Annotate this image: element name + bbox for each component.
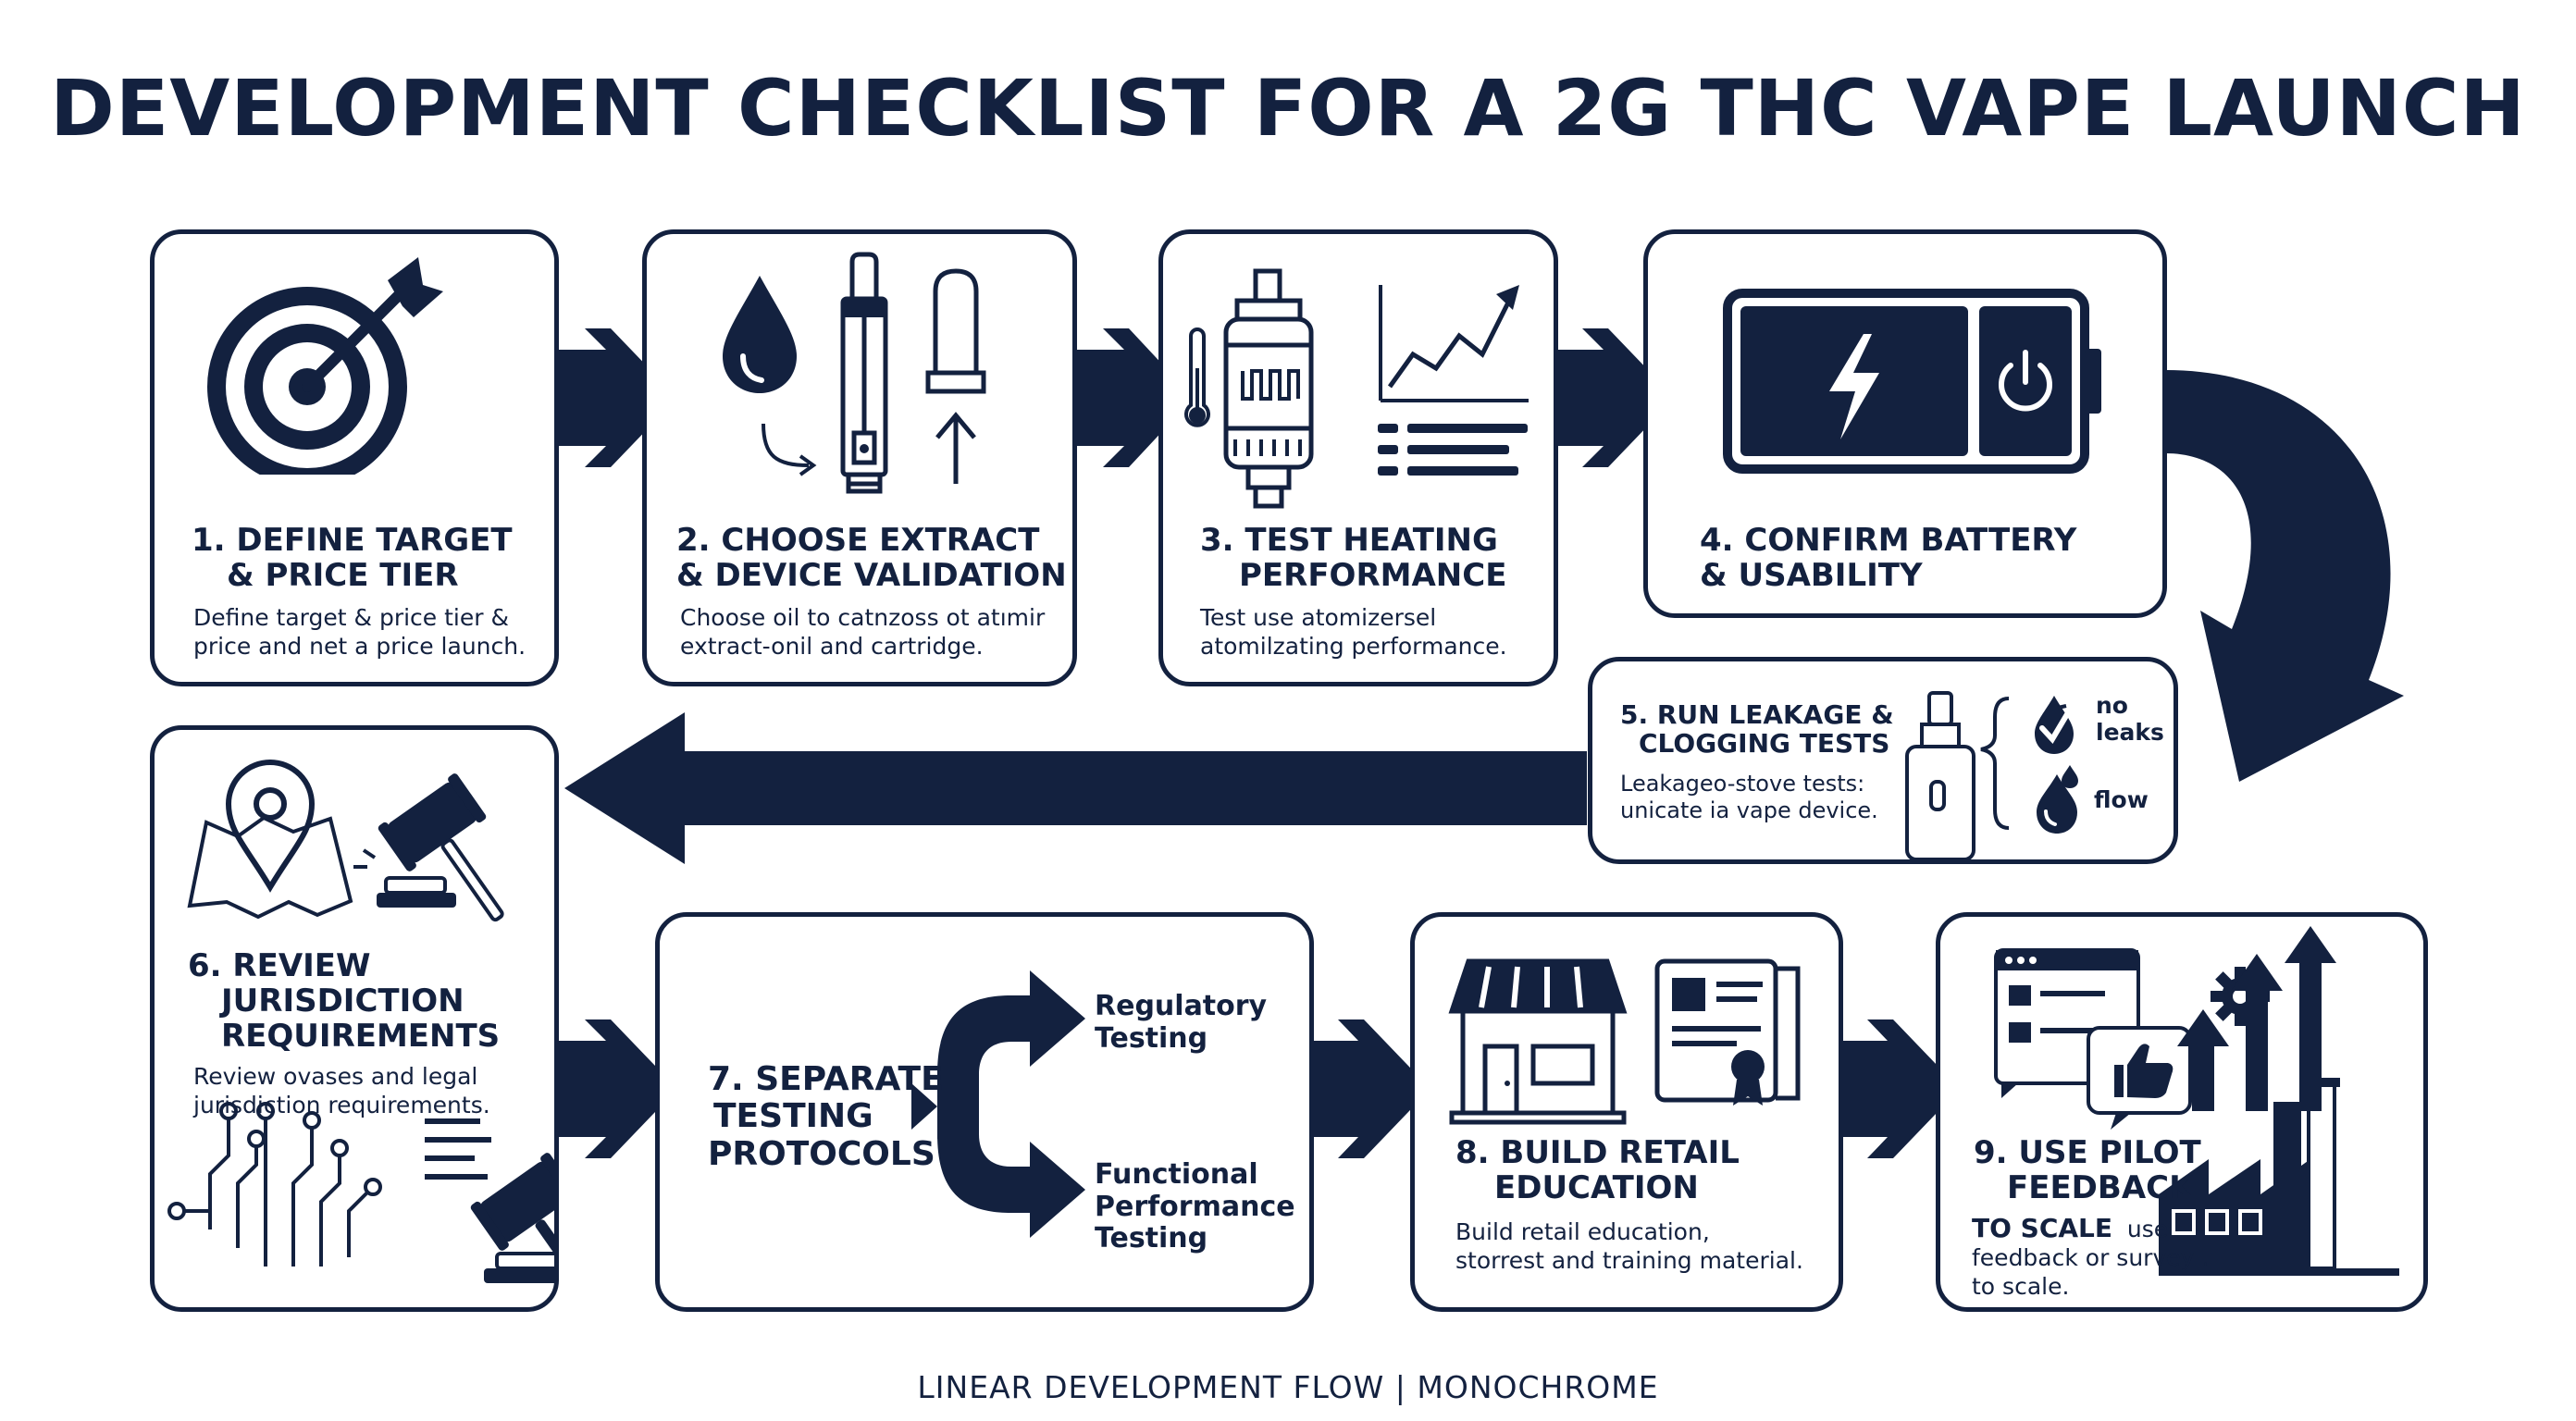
battery-icon [1723, 289, 2101, 474]
cartridge-icon [723, 252, 986, 494]
step-5-description: Leakageo-stove tests: unicate ia vape de… [1620, 771, 1878, 824]
step-2-description: Choose oil to catnzoss ot atımir extract… [680, 604, 1046, 660]
step-6-title: 6. REVIEW JURISDICTION REQUIREMENTS [188, 947, 501, 1056]
flow-arrow-6-7 [557, 1019, 677, 1158]
step-card-6: 6. REVIEW JURISDICTION REQUIREMENTS Revi… [150, 725, 559, 1312]
step-card-5: 5. RUN LEAKAGE & CLOGGING TESTS Leakageo… [1588, 657, 2178, 864]
flow-arrow-2-3 [1075, 328, 1194, 467]
vape-device-icon [1905, 691, 2078, 859]
step-8-description: Build retail education, storrest and tra… [1455, 1218, 1803, 1274]
flow-arrow-7-8 [1312, 1019, 1430, 1158]
atomizer-chart-icon [1184, 268, 1529, 509]
step-6-description: Review ovases and legal jurisdiction req… [193, 1063, 490, 1118]
flow-arrow-4-5 [2165, 370, 2404, 782]
diagram-title: DEVELOPMENT CHECKLIST FOR A 2G THC VAPE … [50, 63, 2526, 154]
storefront-icon [1448, 958, 1801, 1125]
step-9-description: TO SCALE use feedback or survey . to sca… [1972, 1213, 2210, 1300]
step-3-description: Test use atomizersel atomilzating perfor… [1200, 604, 1507, 660]
factory-growth-icon [1994, 926, 2399, 1276]
step-card-3: 3. TEST HEATING PERFORMANCE Test use ato… [1158, 229, 1558, 686]
step-card-1: 1. DEFINE TARGET & PRICE TIER Define tar… [150, 229, 559, 686]
map-gavel-icon [167, 760, 554, 1307]
step-5-title: 5. RUN LEAKAGE & CLOGGING TESTS [1620, 699, 1894, 760]
target-icon [207, 257, 443, 475]
flow-arrow-1-2 [557, 328, 677, 467]
step-card-7: 7. SEPARATE TESTING PROTOCOLS Regulatory… [655, 912, 1314, 1312]
step-9-desc-lead: use [2126, 1216, 2169, 1242]
flow-arrow-8-9 [1841, 1019, 1960, 1158]
step-9-title-tail: TO SCALE [1972, 1213, 2113, 1243]
step-card-9: 9. USE PILOT FEEDBACK TO SCALE use feedb… [1936, 912, 2428, 1312]
step-card-4: 4. CONFIRM BATTERY & USABILITY [1643, 229, 2167, 618]
flow-arrow-5-6 [564, 712, 1587, 864]
step-1-description: Define target & price tier & price and n… [193, 604, 526, 660]
branch-regulatory-label: Regulatory Testing [1095, 990, 1268, 1055]
step-2-title: 2. CHOOSE EXTRACT & DEVICE VALIDATION [676, 522, 1067, 595]
flow-arrow-3-4 [1556, 328, 1675, 467]
step-card-8: 8. BUILD RETAIL EDUCATION Build retail e… [1410, 912, 1843, 1312]
no-leaks-label: no leaks [2096, 692, 2164, 746]
split-arrow-icon [911, 970, 1085, 1238]
step-8-title: 8. BUILD RETAIL EDUCATION [1455, 1134, 1740, 1207]
step-card-2: 2. CHOOSE EXTRACT & DEVICE VALIDATION Ch… [642, 229, 1077, 686]
flow-label: flow [2094, 786, 2149, 813]
step-1-title: 1. DEFINE TARGET & PRICE TIER [192, 522, 513, 595]
footer-caption: LINEAR DEVELOPMENT FLOW | MONOCHROME [917, 1369, 1659, 1405]
step-4-title: 4. CONFIRM BATTERY & USABILITY [1700, 522, 2077, 595]
step-9-title: 9. USE PILOT FEEDBACK [1974, 1134, 2201, 1207]
step-3-title: 3. TEST HEATING PERFORMANCE [1200, 522, 1507, 595]
branch-functional-label: Functional Performance Testing [1095, 1158, 1295, 1254]
step-7-title: 7. SEPARATE TESTING PROTOCOLS [708, 1060, 944, 1173]
